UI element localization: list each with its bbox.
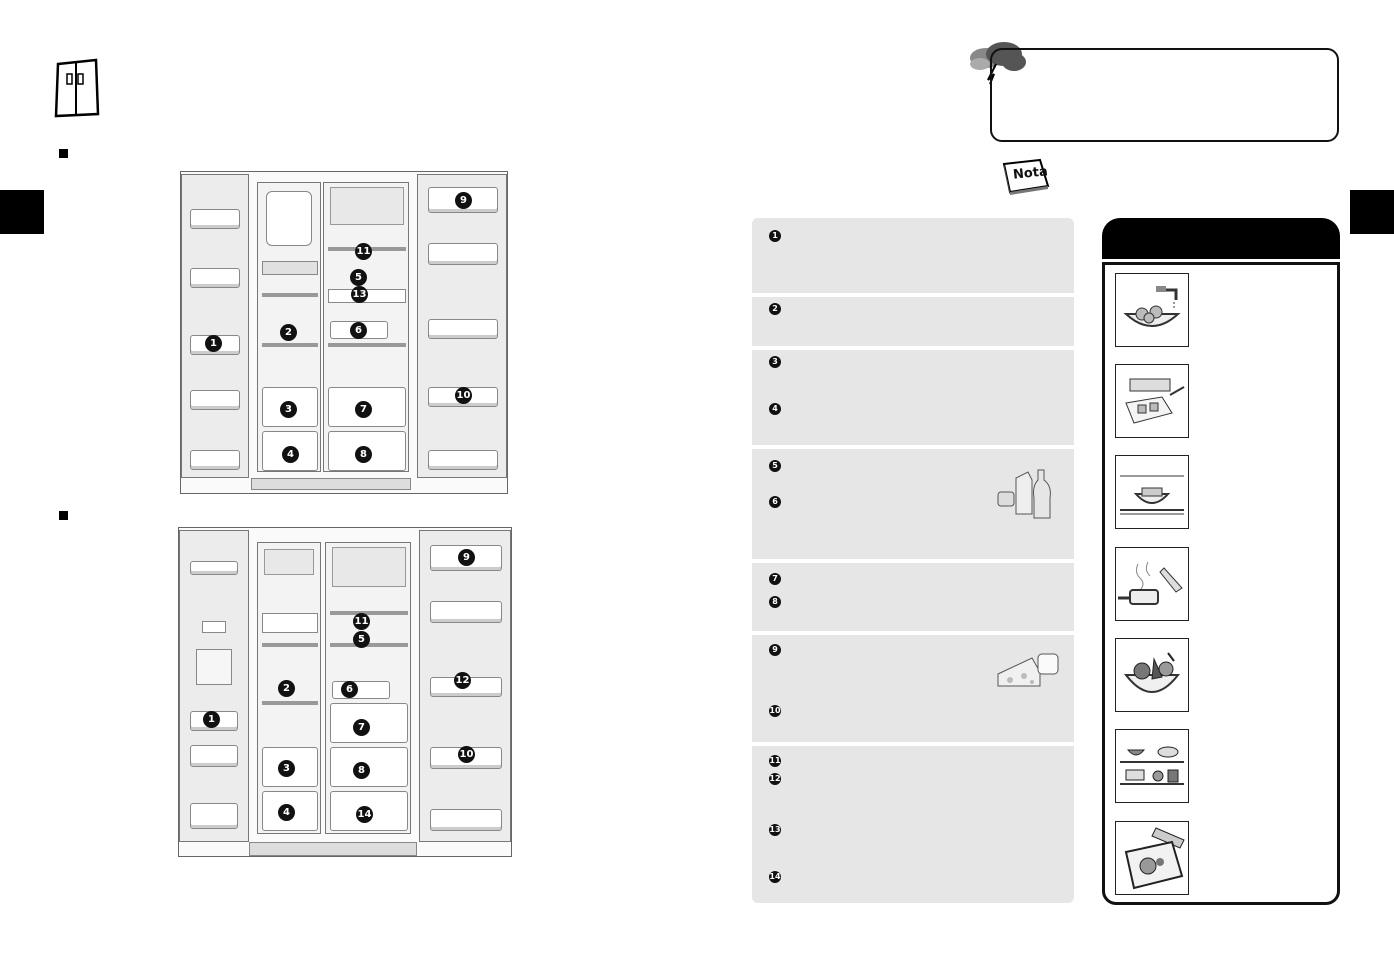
callout-3b: 3 bbox=[278, 760, 295, 777]
callout-9: 9 bbox=[455, 192, 472, 209]
callout-2: 2 bbox=[280, 324, 297, 341]
callout-11b: 11 bbox=[353, 613, 370, 630]
callout-5: 5 bbox=[350, 269, 367, 286]
note-bullet-4: 4 bbox=[769, 403, 781, 415]
callout-10b: 10 bbox=[458, 746, 475, 763]
section-tab-right bbox=[1350, 190, 1394, 234]
groceries-icon bbox=[994, 464, 1056, 522]
callout-7b: 7 bbox=[353, 719, 370, 736]
bowl-faucet-icon bbox=[1123, 286, 1181, 327]
note-bullet-5: 5 bbox=[769, 460, 781, 472]
fridge-compartment-2 bbox=[325, 542, 411, 834]
note-bullet-3: 3 bbox=[769, 356, 781, 368]
tip-image-6 bbox=[1115, 729, 1189, 803]
callout-4: 4 bbox=[282, 446, 299, 463]
fridge-door bbox=[417, 174, 507, 478]
callout-2b: 2 bbox=[278, 680, 295, 697]
note-bullet-6: 6 bbox=[769, 496, 781, 508]
freezer-door-dispenser bbox=[179, 530, 249, 842]
note-bullet-14: 14 bbox=[769, 871, 781, 883]
section-marker-1 bbox=[59, 149, 68, 158]
callout-6b: 6 bbox=[341, 681, 358, 698]
callout-1b: 1 bbox=[203, 711, 220, 728]
fridge-diagram-1 bbox=[180, 171, 508, 494]
note-bullet-1: 1 bbox=[769, 230, 781, 242]
cutting-board-icon bbox=[1125, 378, 1185, 424]
tip-image-4 bbox=[1115, 547, 1189, 621]
callout-4b: 4 bbox=[278, 804, 295, 821]
section-marker-2 bbox=[59, 511, 68, 520]
callout-3: 3 bbox=[280, 401, 297, 418]
note-bullet-11: 11 bbox=[769, 755, 781, 767]
freezer-compartment-2 bbox=[257, 542, 321, 834]
callout-14b: 14 bbox=[356, 806, 373, 823]
callout-10: 10 bbox=[455, 387, 472, 404]
fridge-icon bbox=[52, 58, 102, 118]
callout-13: 13 bbox=[351, 286, 368, 303]
note-bullet-12: 12 bbox=[769, 773, 781, 785]
note-bullet-9: 9 bbox=[769, 644, 781, 656]
tips-header bbox=[1102, 218, 1340, 259]
callout-11: 11 bbox=[355, 243, 372, 260]
note-bullet-10: 10 bbox=[769, 705, 781, 717]
zip-bag-icon bbox=[1124, 827, 1185, 890]
callout-9b: 9 bbox=[458, 549, 475, 566]
shelf-dish-icon bbox=[1120, 475, 1184, 515]
tip-image-2 bbox=[1115, 364, 1189, 438]
callout-6: 6 bbox=[350, 322, 367, 339]
notes-panel bbox=[752, 218, 1074, 903]
callout-8: 8 bbox=[355, 446, 372, 463]
tip-image-3 bbox=[1115, 455, 1189, 529]
food-shelf-icon bbox=[1120, 746, 1184, 785]
tips-box bbox=[1102, 262, 1340, 905]
note-bullet-2: 2 bbox=[769, 303, 781, 315]
note-bullet-8: 8 bbox=[769, 596, 781, 608]
callout-7: 7 bbox=[355, 401, 372, 418]
callout-12b: 12 bbox=[454, 672, 471, 689]
callout-5b: 5 bbox=[353, 631, 370, 648]
tip-image-7 bbox=[1115, 821, 1189, 895]
callout-1: 1 bbox=[205, 335, 222, 352]
freezer-door bbox=[181, 174, 249, 478]
cheese-icon bbox=[996, 650, 1062, 692]
note-bullet-7: 7 bbox=[769, 573, 781, 585]
section-tab-left bbox=[0, 190, 44, 234]
warning-box bbox=[990, 48, 1339, 142]
fruit-bowl-icon bbox=[1123, 652, 1181, 693]
tip-image-5 bbox=[1115, 638, 1189, 712]
note-bullet-13: 13 bbox=[769, 824, 781, 836]
nota-book-icon: Nota bbox=[1002, 158, 1050, 196]
steaming-pot-icon bbox=[1118, 561, 1183, 605]
tip-image-1 bbox=[1115, 273, 1189, 347]
callout-8b: 8 bbox=[353, 762, 370, 779]
